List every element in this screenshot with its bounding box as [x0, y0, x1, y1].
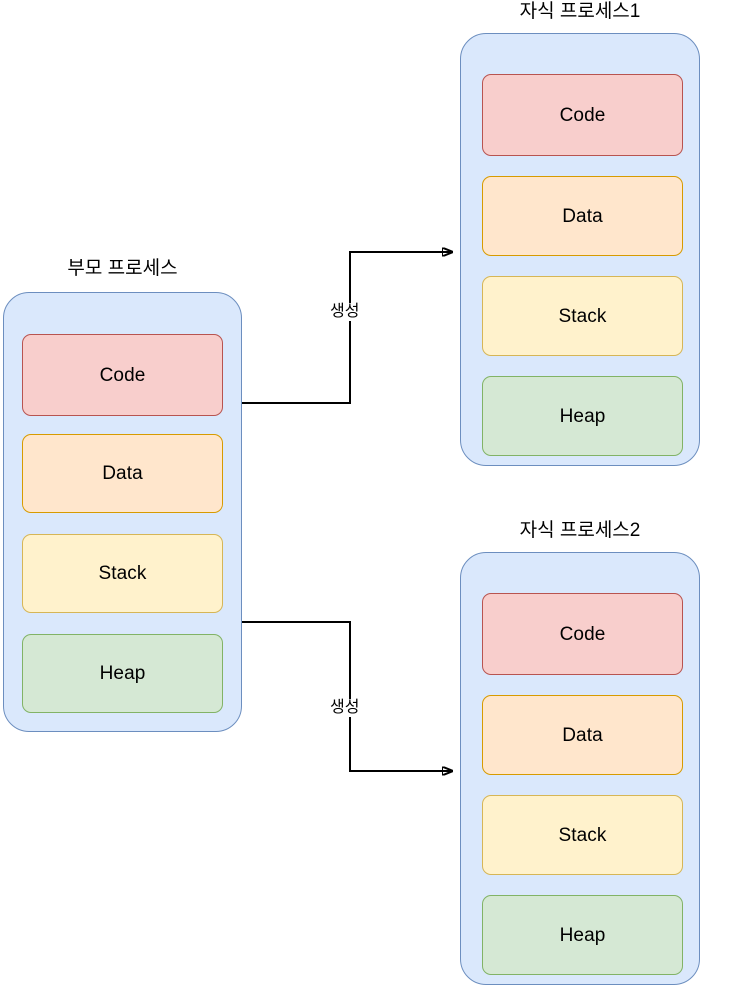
child-process-2-title: 자식 프로세스2 [519, 520, 641, 541]
child-process-1-box[interactable]: Code Data Stack Heap [460, 33, 700, 466]
child-2-segment-heap[interactable]: Heap [482, 895, 683, 975]
child-1-segment-stack[interactable]: Stack [482, 276, 683, 356]
parent-process-box[interactable]: Code Data Stack Heap [3, 292, 242, 732]
child-process-1-title: 자식 프로세스1 [519, 1, 641, 22]
child-1-segment-code[interactable]: Code [482, 74, 683, 156]
child-process-2-box[interactable]: Code Data Stack Heap [460, 552, 700, 985]
child-2-segment-code[interactable]: Code [482, 593, 683, 675]
child-1-segment-data[interactable]: Data [482, 176, 683, 256]
parent-segment-heap[interactable]: Heap [22, 634, 223, 713]
child-2-segment-stack[interactable]: Stack [482, 795, 683, 875]
edge-parent-to-child2 [242, 621, 452, 771]
edge-parent-to-child1 [242, 252, 452, 404]
child-2-segment-data[interactable]: Data [482, 695, 683, 775]
parent-segment-stack[interactable]: Stack [22, 534, 223, 613]
edge-label-create-child2: 생성 [327, 699, 363, 717]
child-1-segment-heap[interactable]: Heap [482, 376, 683, 456]
edge-label-create-child1: 생성 [327, 303, 363, 321]
parent-segment-data[interactable]: Data [22, 434, 223, 513]
parent-segment-code[interactable]: Code [22, 334, 223, 416]
parent-process-title: 부모 프로세스 [67, 258, 178, 279]
